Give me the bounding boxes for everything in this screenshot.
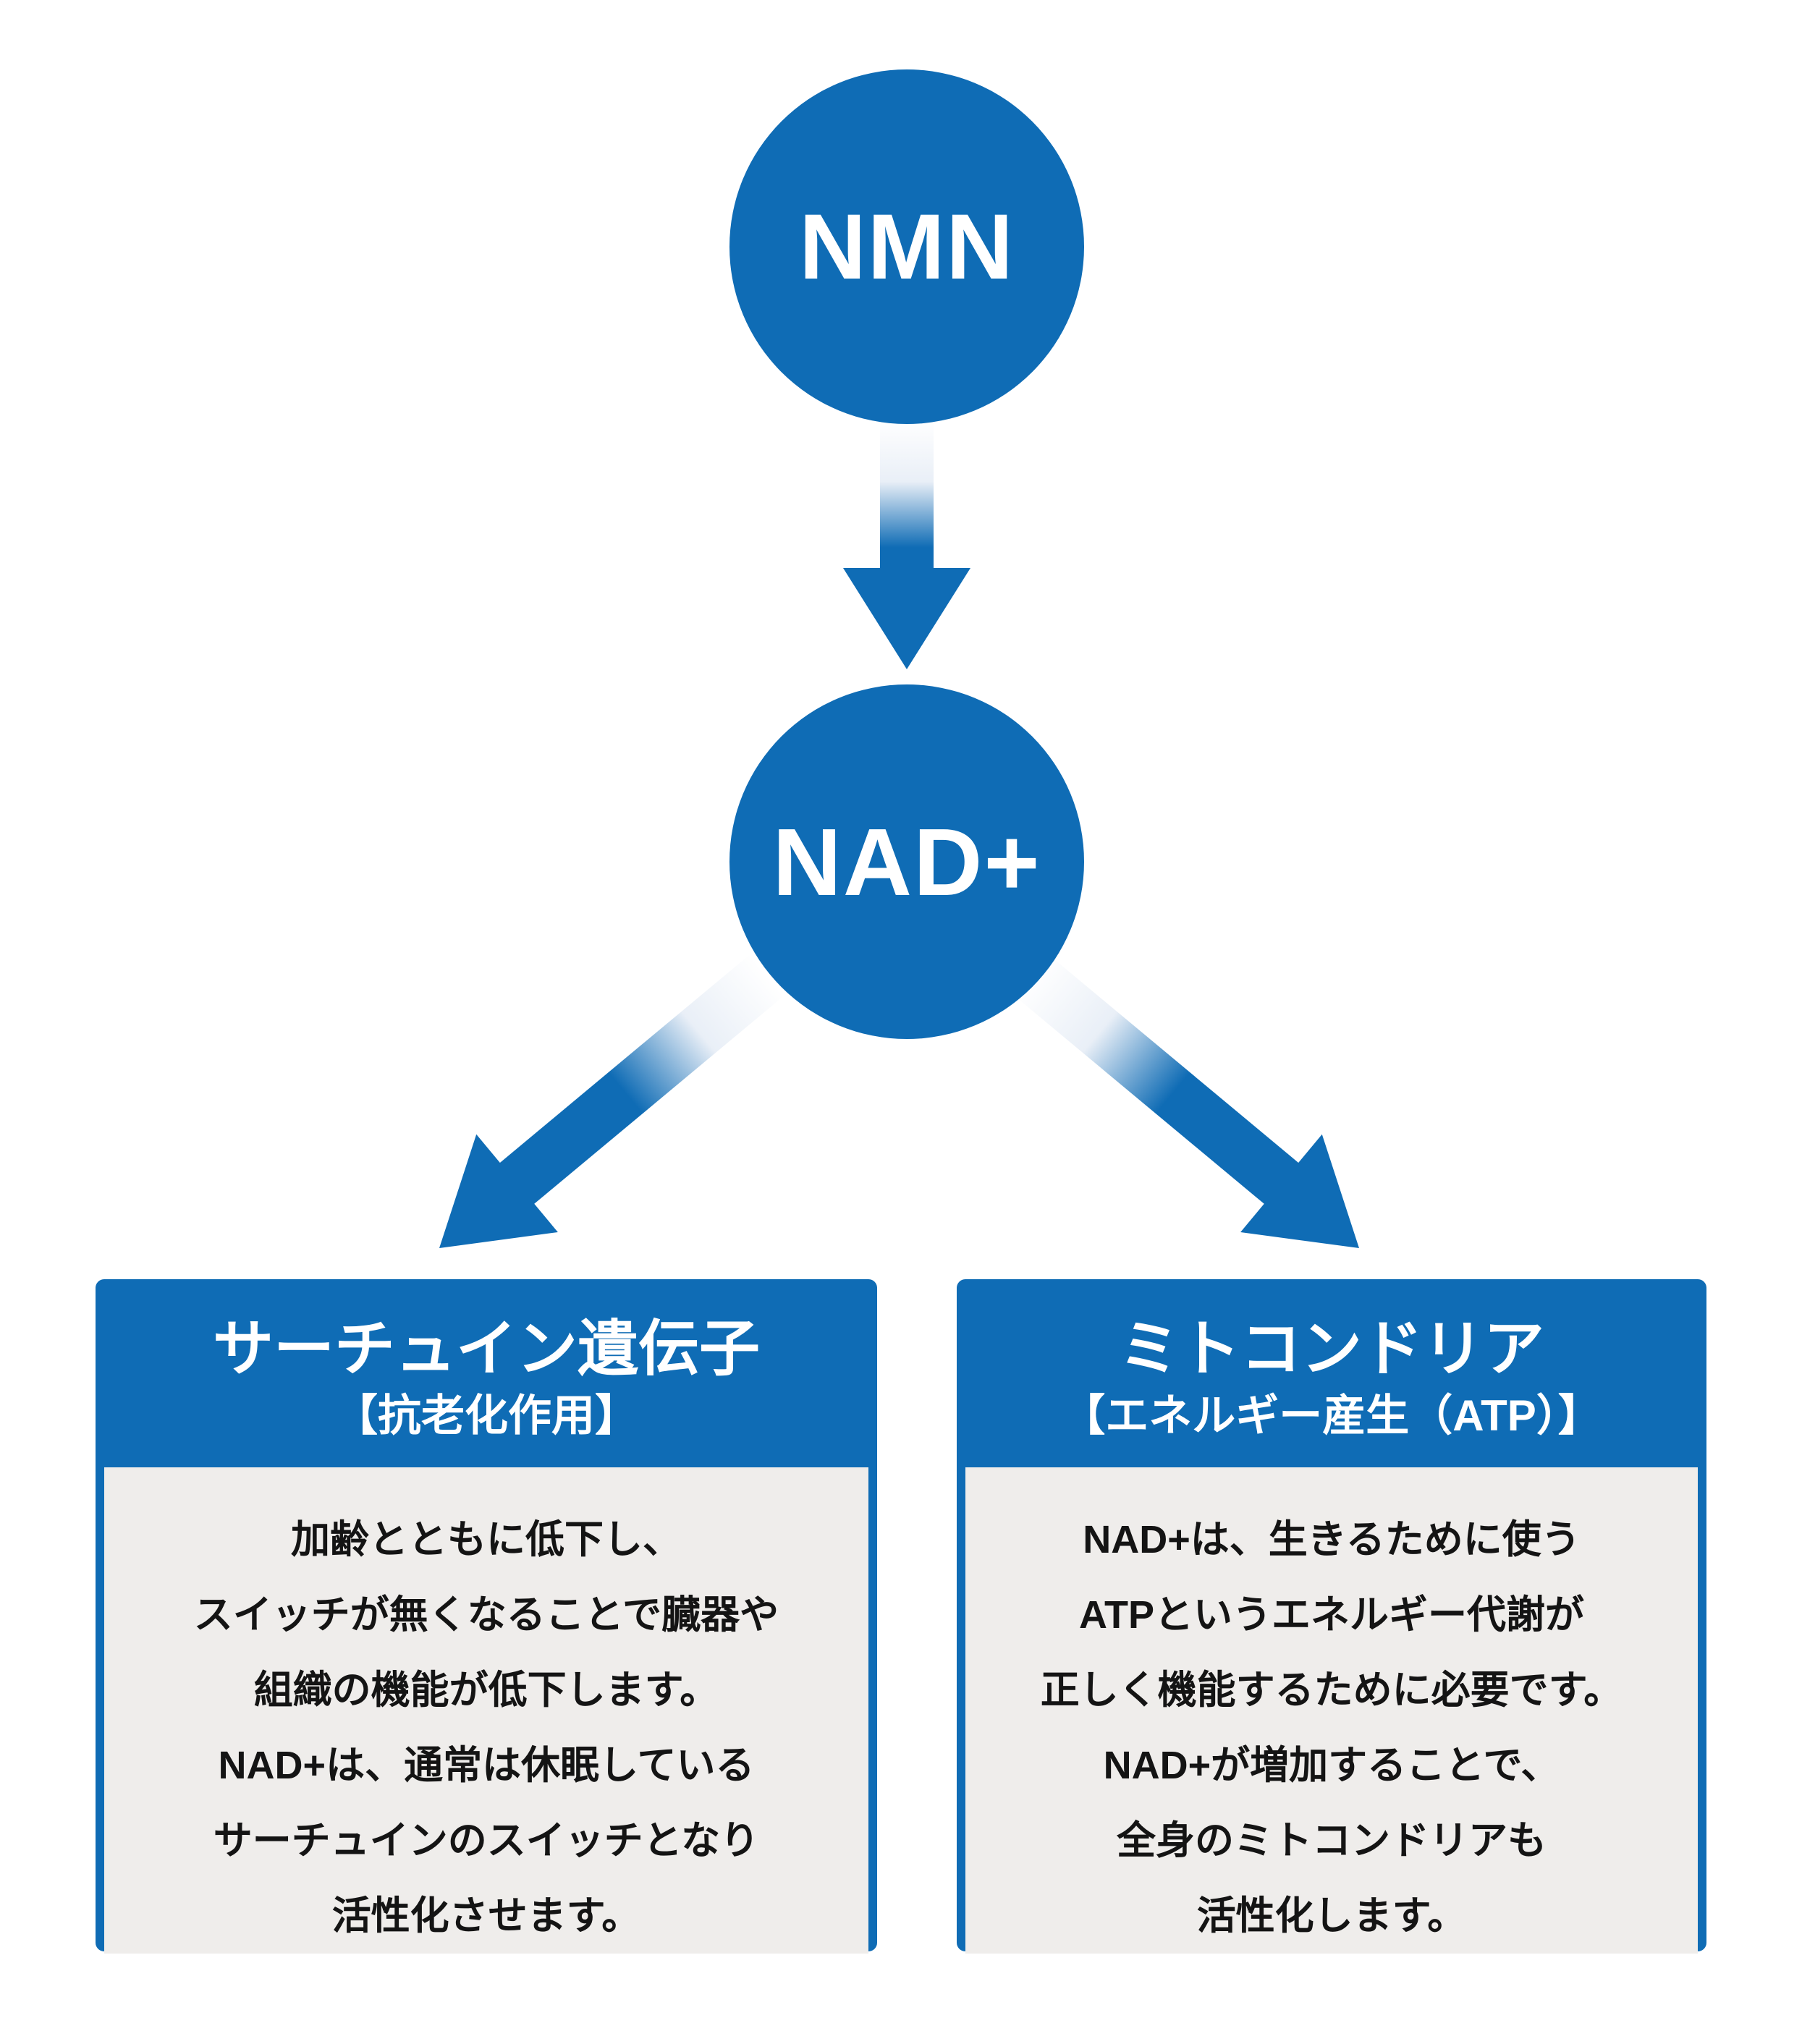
- mitochondria-title: ミトコンドリア: [1118, 1315, 1544, 1383]
- sirtuin-box-header: サーチュイン遺伝子 【抗老化作用】: [104, 1288, 868, 1467]
- sirtuin-box-body: 加齢とともに低下し、 スイッチが無くなることで臓器や 組織の機能が低下します。 …: [104, 1467, 868, 1954]
- body-line: 組織の機能が低下します。: [253, 1668, 719, 1712]
- body-line: 活性化させます。: [331, 1894, 641, 1938]
- arrow-nmn-to-nad: [843, 420, 970, 669]
- body-line: サーチュインのスイッチとなり: [213, 1819, 760, 1862]
- sirtuin-box: サーチュイン遺伝子 【抗老化作用】 加齢とともに低下し、 スイッチが無くなること…: [96, 1279, 877, 1954]
- body-line: 活性化します。: [1196, 1894, 1467, 1938]
- nmn-label: NMN: [799, 195, 1015, 299]
- mitochondria-box-body: NAD+は、生きるために使う ATPというエネルギー代謝が 正しく機能するために…: [965, 1467, 1698, 1954]
- body-line: NAD+が増加することで、: [1103, 1744, 1560, 1787]
- nad-node: NAD+: [729, 684, 1084, 1039]
- body-line: 正しく機能するために必要です。: [1040, 1668, 1623, 1712]
- nad-label: NAD+: [772, 808, 1041, 915]
- body-line: ATPというエネルギー代謝が: [1079, 1593, 1584, 1637]
- mitochondria-subtitle: 【エネルギー産生（ATP）】: [1062, 1391, 1602, 1440]
- arrow-nad-to-mitochondria: [1014, 954, 1359, 1248]
- arrow-nad-to-sirtuin: [439, 954, 784, 1248]
- body-line: NAD+は、生きるために使う: [1083, 1518, 1581, 1561]
- body-line: スイッチが無くなることで臓器や: [193, 1593, 779, 1637]
- mitochondria-box-header: ミトコンドリア 【エネルギー産生（ATP）】: [965, 1288, 1698, 1467]
- body-line: 全身のミトコンドリアも: [1117, 1819, 1547, 1862]
- body-line: 加齢とともに低下し、: [291, 1518, 682, 1561]
- mitochondria-box: ミトコンドリア 【エネルギー産生（ATP）】 NAD+は、生きるために使う AT…: [957, 1279, 1706, 1954]
- body-line: NAD+は、通常は休眠している: [218, 1744, 755, 1787]
- nmn-node: NMN: [729, 69, 1084, 424]
- sirtuin-title: サーチュイン遺伝子: [212, 1315, 760, 1383]
- sirtuin-subtitle: 【抗老化作用】: [334, 1391, 638, 1440]
